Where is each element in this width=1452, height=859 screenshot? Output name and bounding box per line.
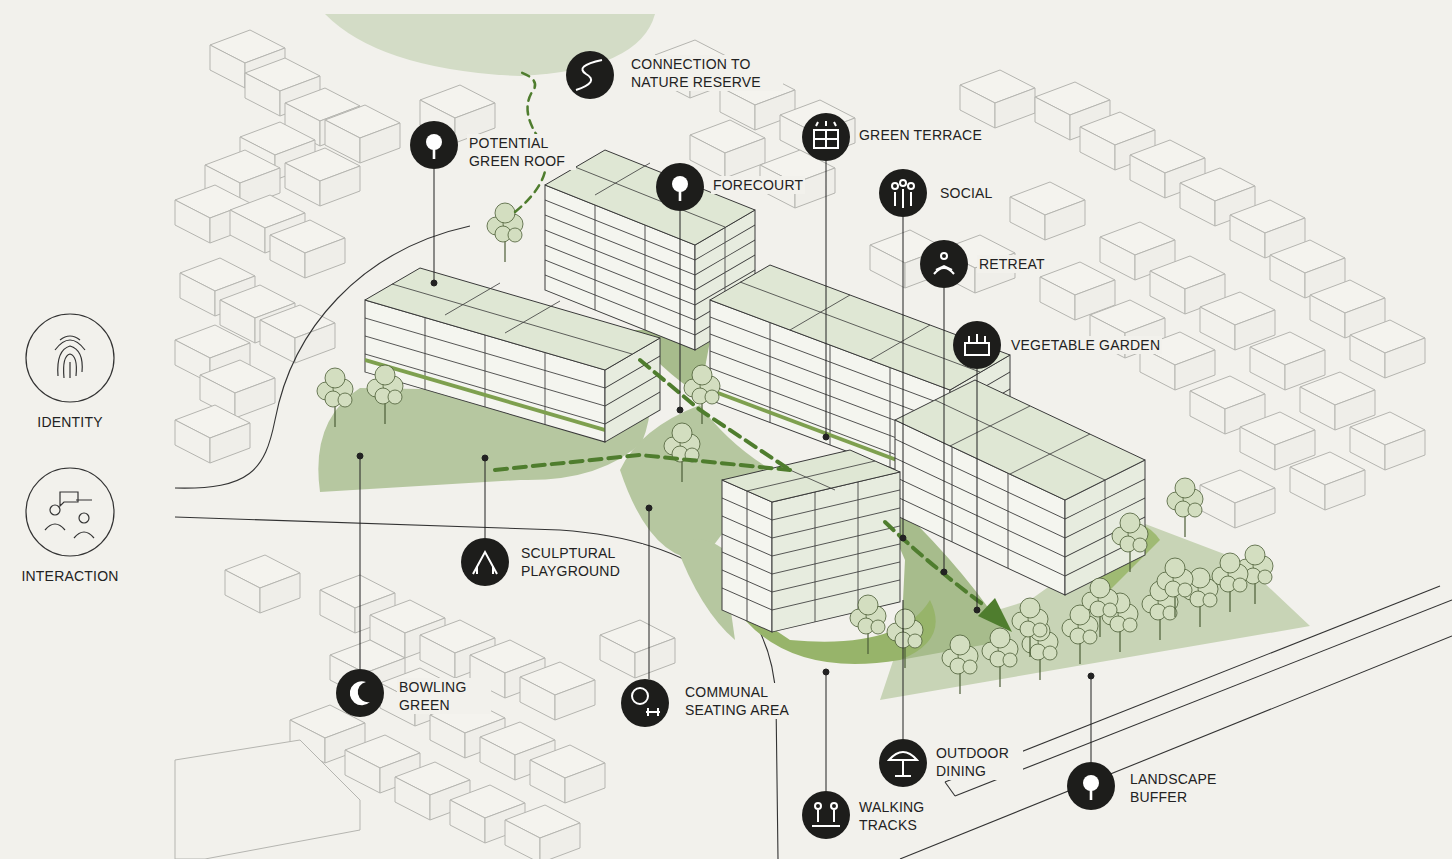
callout-label: FORECOURT	[711, 176, 805, 194]
callout-icon: IDENTITY	[26, 314, 114, 402]
callout-icon: POTENTIAL GREEN ROOF	[410, 121, 458, 169]
callout-label: WALKING TRACKS	[857, 798, 941, 834]
callout-icon: SCULPTURAL PLAYGROUND	[461, 538, 509, 586]
callout-icon: SOCIAL	[879, 169, 927, 217]
callout-label: POTENTIAL GREEN ROOF	[467, 134, 576, 170]
callout-label: OUTDOOR DINING	[934, 744, 1023, 780]
callout-label: IDENTITY	[35, 413, 104, 431]
callout-icon: WALKING TRACKS	[802, 791, 850, 839]
callout-icon: INTERACTION	[26, 468, 114, 556]
callout-icon: OUTDOOR DINING	[879, 739, 927, 787]
callout-label: INTERACTION	[19, 567, 120, 585]
callout-icon: BOWLING GREEN	[336, 669, 384, 717]
callout-label: LANDSCAPE BUFFER	[1128, 770, 1232, 806]
callout-icon: GREEN TERRACE	[802, 113, 850, 161]
callout-icon: CONNECTION TO NATURE RESERVE	[566, 51, 614, 99]
callout-label: CONNECTION TO NATURE RESERVE	[629, 55, 783, 91]
callout-label: COMMUNAL SEATING AREA	[683, 683, 802, 719]
callout-label: BOWLING GREEN	[397, 678, 491, 714]
callout-label: SCULPTURAL PLAYGROUND	[519, 544, 643, 580]
callout-label: RETREAT	[977, 255, 1047, 273]
callout-icon: VEGETABLE GARDEN	[953, 321, 1001, 369]
callout-icon: RETREAT	[920, 240, 968, 288]
callout-icon: LANDSCAPE BUFFER	[1067, 762, 1115, 810]
callout-icon: FORECOURT	[656, 163, 704, 211]
callout-label: SOCIAL	[938, 184, 995, 202]
callout-label: VEGETABLE GARDEN	[1009, 336, 1162, 354]
callout-label: GREEN TERRACE	[857, 126, 984, 144]
callout-icon: COMMUNAL SEATING AREA	[621, 679, 669, 727]
